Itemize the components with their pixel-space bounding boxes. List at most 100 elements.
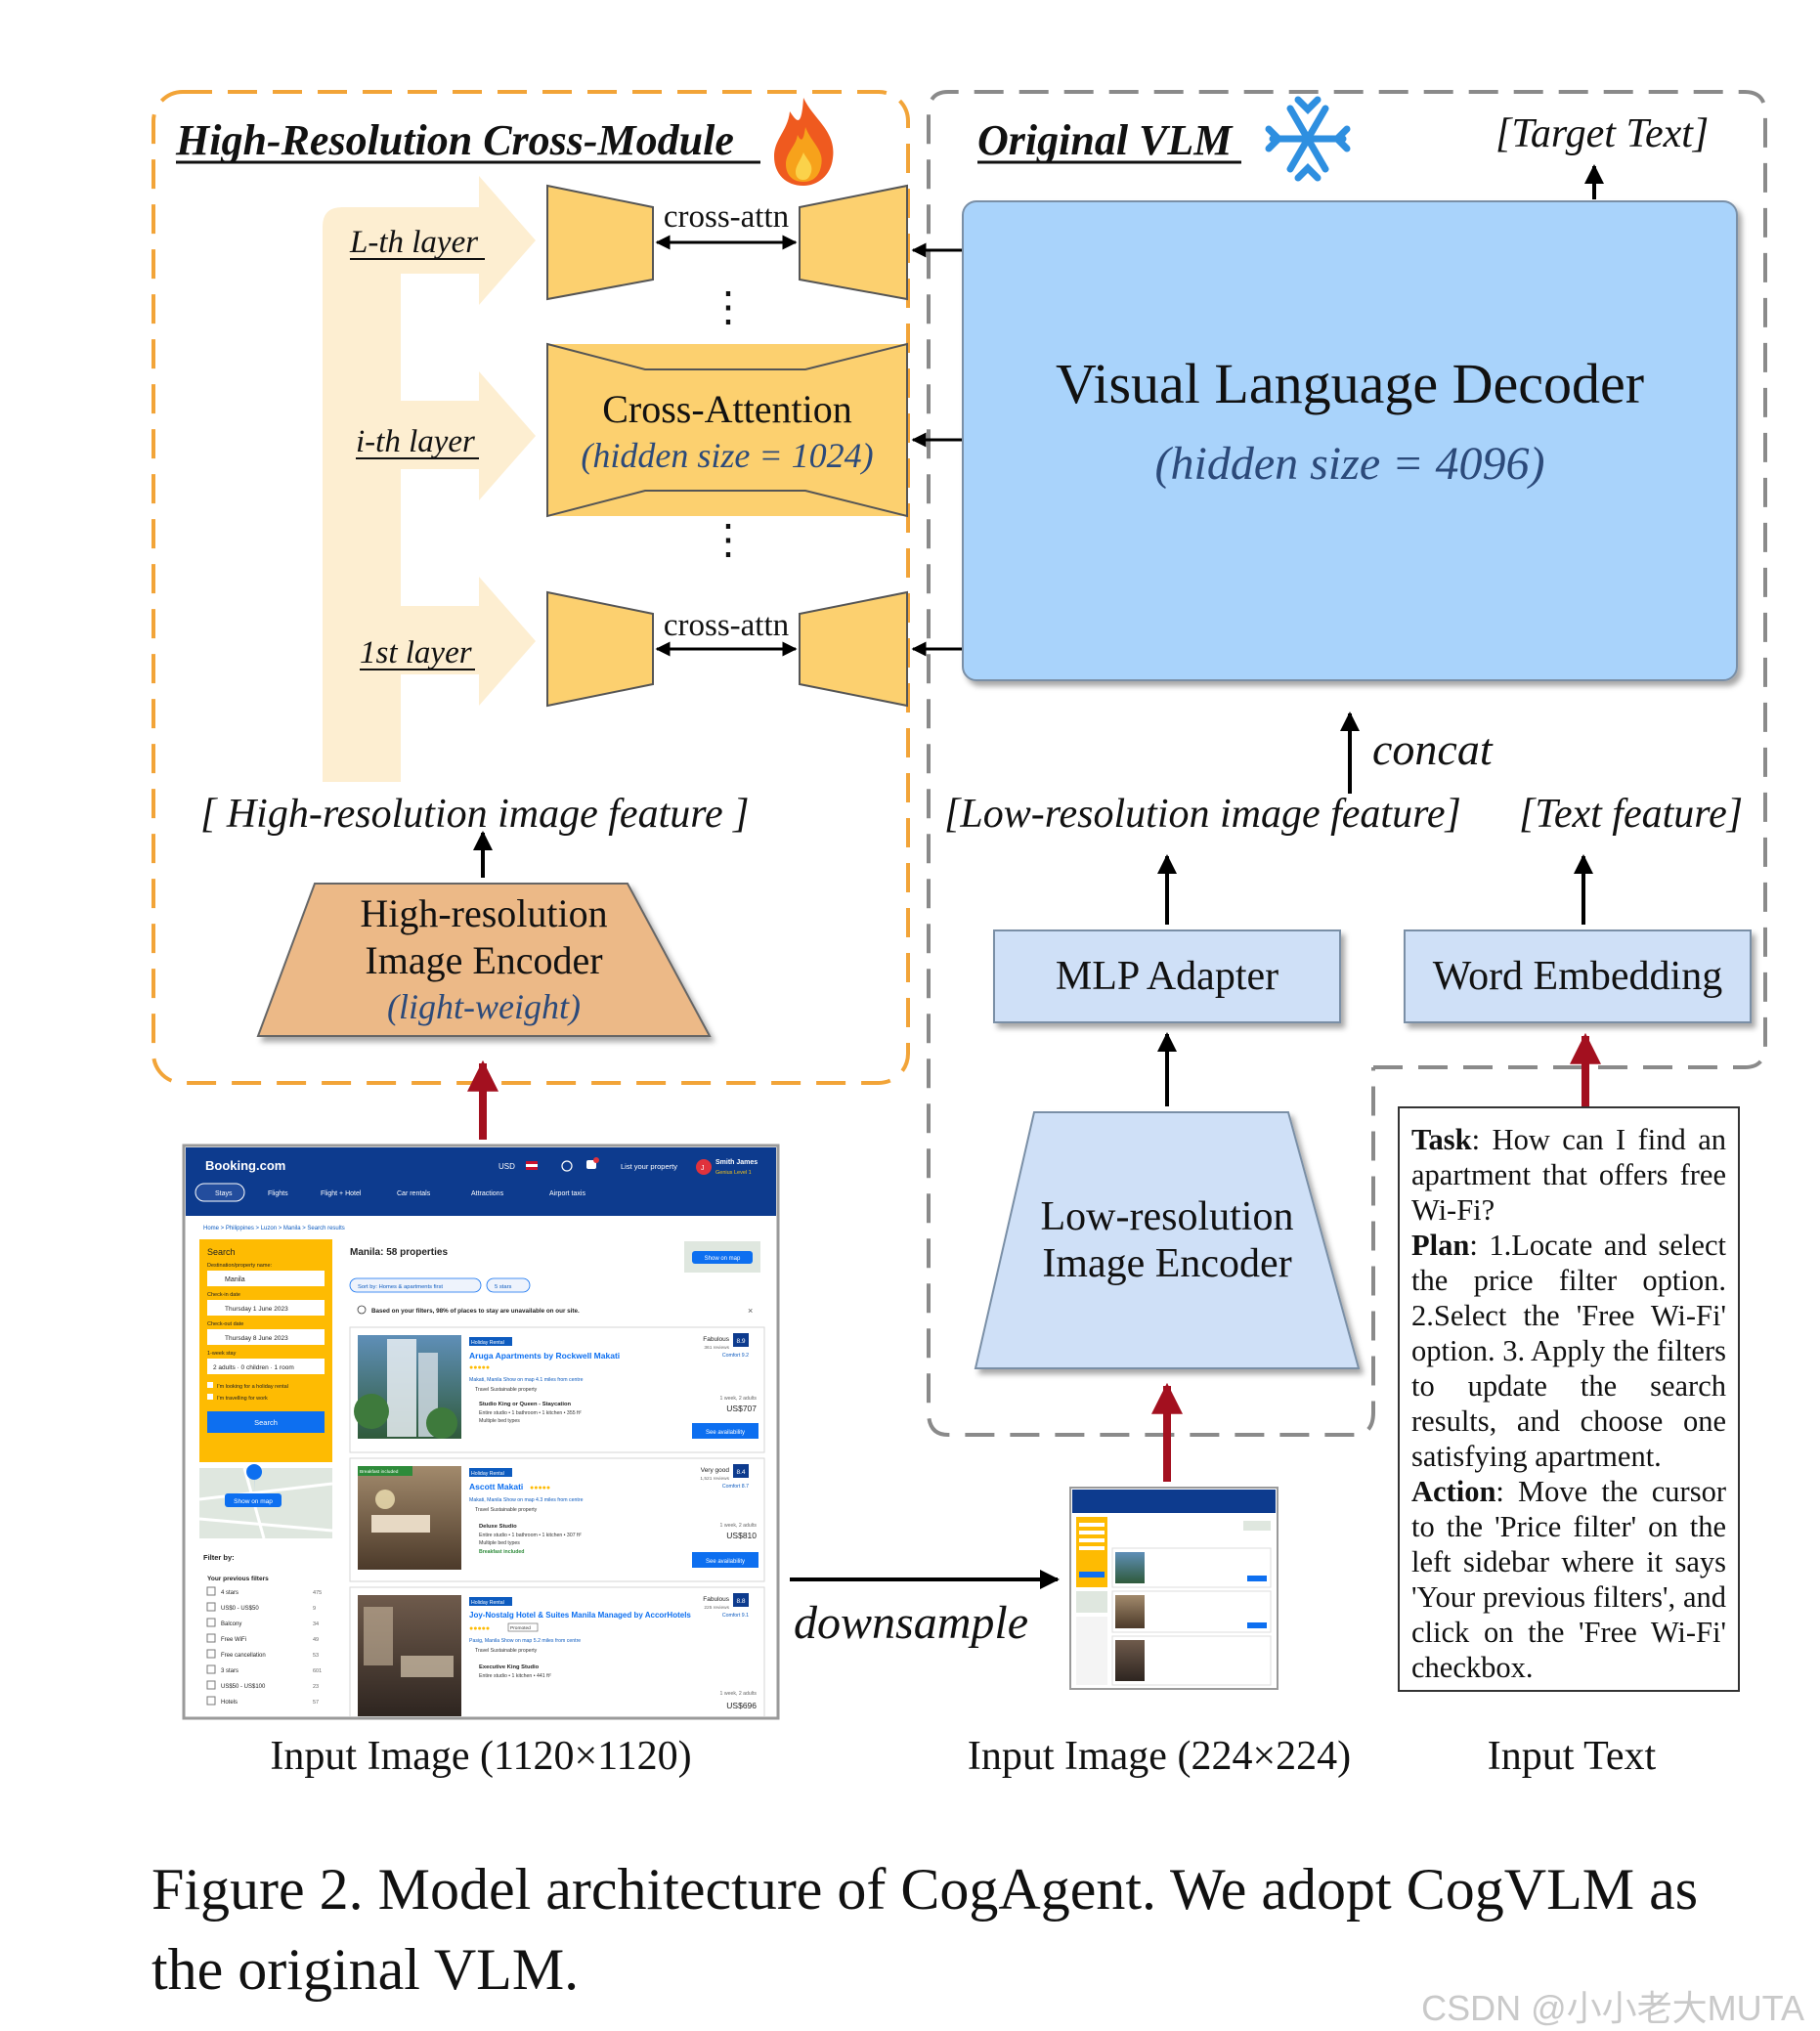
nav-tab-car-rentals[interactable]: Car rentals [397, 1190, 431, 1197]
original-vlm-title: Original VLM [977, 116, 1234, 164]
svg-text:1 week, 2 adults: 1 week, 2 adults [720, 1691, 758, 1697]
currency-selector[interactable]: USD [498, 1162, 515, 1171]
high-res-feature-label: [ High-resolution image feature ] [200, 792, 750, 837]
action-label: Action [1411, 1475, 1496, 1508]
holiday-rental-checkbox[interactable]: I'm looking for a holiday rental [217, 1384, 288, 1390]
svg-text:Makati, Manila Show on map: Makati, Manila Show on map 4.3 miles fro… [469, 1497, 584, 1503]
input-text-box: Task: How can I find an apartment that o… [1398, 1106, 1740, 1692]
mlp-adapter-label: MLP Adapter [1056, 954, 1278, 999]
svg-text:●●●●●: ●●●●● [469, 1624, 490, 1632]
nav-tab-airport-taxis[interactable]: Airport taxis [549, 1190, 585, 1197]
task-label: Task [1411, 1123, 1472, 1156]
score-badge: 8.9 [736, 1338, 745, 1345]
figure-caption: Figure 2. Model architecture of CogAgent… [152, 1857, 1699, 2002]
original-vlm: Original VLM [Target Text] Visual Langua… [911, 90, 1767, 1437]
nav-tab-attractions[interactable]: Attractions [471, 1190, 504, 1197]
concat-label: concat [1372, 724, 1494, 774]
input-screenshot-large: Booking.com USD List your property J Smi… [182, 1144, 780, 1724]
svg-text:Travel Sustainable property: Travel Sustainable property [475, 1387, 538, 1393]
svg-text:49: 49 [313, 1637, 319, 1643]
high-res-encoder-line3: (light-weight) [387, 987, 581, 1026]
map-show-button[interactable]: Show on map [234, 1498, 273, 1505]
low-res-feature-label: [Low-resolution image feature] [944, 792, 1461, 837]
search-button[interactable]: Search [254, 1418, 278, 1427]
work-travel-checkbox[interactable]: I'm travelling for work [217, 1396, 268, 1402]
svg-text:Travel Sustainable property: Travel Sustainable property [475, 1507, 538, 1513]
filter-item[interactable]: US$50 - US$100 [221, 1684, 266, 1690]
input-lo-res-label: Input Image (224×224) [968, 1734, 1351, 1779]
guests-select[interactable]: 2 adults · 0 children · 1 room [213, 1364, 294, 1371]
downsample-label: downsample [794, 1597, 1028, 1649]
svg-text:Entire studio • 1 kitchen • 44: Entire studio • 1 kitchen • 441 ft² [479, 1673, 551, 1679]
filter-by-title: Filter by: [203, 1553, 235, 1562]
svg-text:Studio King or Queen - Staycat: Studio King or Queen - Staycation [479, 1402, 572, 1407]
search-panel-title: Search [207, 1247, 236, 1257]
sort-by-chip[interactable]: Sort by: Homes & apartments first [358, 1284, 443, 1290]
original-vlm-border [927, 90, 1767, 1437]
listing-title[interactable]: Ascott Makati [469, 1482, 523, 1491]
svg-text:Fabulous: Fabulous [703, 1596, 729, 1603]
checkout-input[interactable]: Thursday 8 June 2023 [225, 1335, 288, 1342]
svg-text:Check-in date: Check-in date [207, 1292, 240, 1298]
destination-input[interactable]: Manila [225, 1276, 245, 1283]
see-availability-button[interactable]: See availability [706, 1430, 745, 1436]
layer-label-l: L-th layer [349, 225, 478, 260]
svg-text:9: 9 [313, 1606, 316, 1612]
filter-item[interactable]: Balcony [221, 1621, 241, 1627]
checkin-input[interactable]: Thursday 1 June 2023 [225, 1306, 288, 1313]
plan-label: Plan [1411, 1229, 1470, 1262]
svg-text:Destination/property name:: Destination/property name: [207, 1263, 273, 1269]
list-property-link[interactable]: List your property [621, 1162, 677, 1171]
user-level: Genius Level 1 [715, 1170, 752, 1176]
filter-item[interactable]: US$0 - US$50 [221, 1606, 259, 1612]
filter-item[interactable]: 3 stars [221, 1668, 238, 1674]
filter-item[interactable]: 4 stars [221, 1590, 238, 1596]
plan-text: : 1.Locate and select the price filter o… [1411, 1229, 1726, 1473]
nav-tab-flight-hotel[interactable]: Flight + Hotel [321, 1190, 362, 1197]
listing-price: US$696 [726, 1701, 757, 1710]
results-map-button[interactable]: Show on map [705, 1256, 741, 1262]
low-res-encoder-line1: Low-resolution [1041, 1194, 1294, 1239]
svg-text:Check-out date: Check-out date [207, 1321, 243, 1327]
svg-text:Multiple bed types: Multiple bed types [479, 1418, 520, 1424]
high-res-encoder-line2: Image Encoder [365, 938, 602, 982]
word-embedding-label: Word Embedding [1433, 954, 1722, 999]
listing-card[interactable]: Holiday Rental Joy-Nostalg Hotel & Suite… [349, 1586, 765, 1724]
listing-title[interactable]: Joy-Nostalg Hotel & Suites Manila Manage… [469, 1611, 691, 1620]
layer-flow-track [323, 176, 536, 782]
cross-attention-title: Cross-Attention [602, 387, 852, 431]
layer-label-1st: 1st layer [360, 635, 472, 670]
filter-item[interactable]: Free cancellation [221, 1653, 266, 1659]
listing-price: US$810 [726, 1531, 757, 1540]
user-name: Smith James [715, 1159, 758, 1166]
cross-attn-label-bottom: cross-attn [664, 608, 789, 643]
svg-text:⋮: ⋮ [708, 518, 749, 563]
svg-text:●●●●●: ●●●●● [530, 1484, 550, 1491]
filter-item[interactable]: Hotels [221, 1700, 238, 1706]
high-res-cross-module: High-Resolution Cross-Module L-th layer … [152, 90, 910, 1085]
svg-text:225 reviews: 225 reviews [704, 1605, 729, 1611]
breadcrumb: Home > Philippines > Luzon > Manila > Se… [203, 1226, 345, 1232]
svg-text:361 reviews: 361 reviews [704, 1345, 729, 1351]
svg-text:Pasig, Manila Show on map: Pasig, Manila Show on map 5.2 miles from… [469, 1638, 581, 1644]
task-text: : How can I find an apartment that offer… [1411, 1123, 1726, 1227]
filter-item-free-wifi[interactable]: Free WiFi [221, 1637, 246, 1643]
decoder-hidden-size: (hidden size = 4096) [1155, 438, 1545, 490]
cross-attn-block-right-bottom [799, 590, 908, 708]
input-text-label: Input Text [1488, 1734, 1657, 1779]
svg-text:Fabulous: Fabulous [703, 1336, 729, 1343]
snowflake-icon [1265, 96, 1351, 182]
nav-tab-stays[interactable]: Stays [215, 1190, 233, 1197]
svg-text:475: 475 [313, 1590, 322, 1596]
see-availability-button[interactable]: See availability [706, 1559, 745, 1565]
listing-card[interactable]: Breakfast included Holiday Rental Ascott… [349, 1457, 765, 1582]
stars-chip[interactable]: 5 stars [495, 1284, 511, 1290]
listing-price: US$707 [726, 1404, 757, 1413]
nav-tab-flights[interactable]: Flights [268, 1190, 288, 1197]
listing-title[interactable]: Aruga Apartments by Rockwell Makati [469, 1351, 620, 1361]
svg-text:1,521 reviews: 1,521 reviews [700, 1476, 729, 1482]
svg-text:1-week stay: 1-week stay [207, 1351, 237, 1357]
listing-card[interactable]: Holiday Rental Aruga Apartments by Rockw… [349, 1326, 765, 1453]
